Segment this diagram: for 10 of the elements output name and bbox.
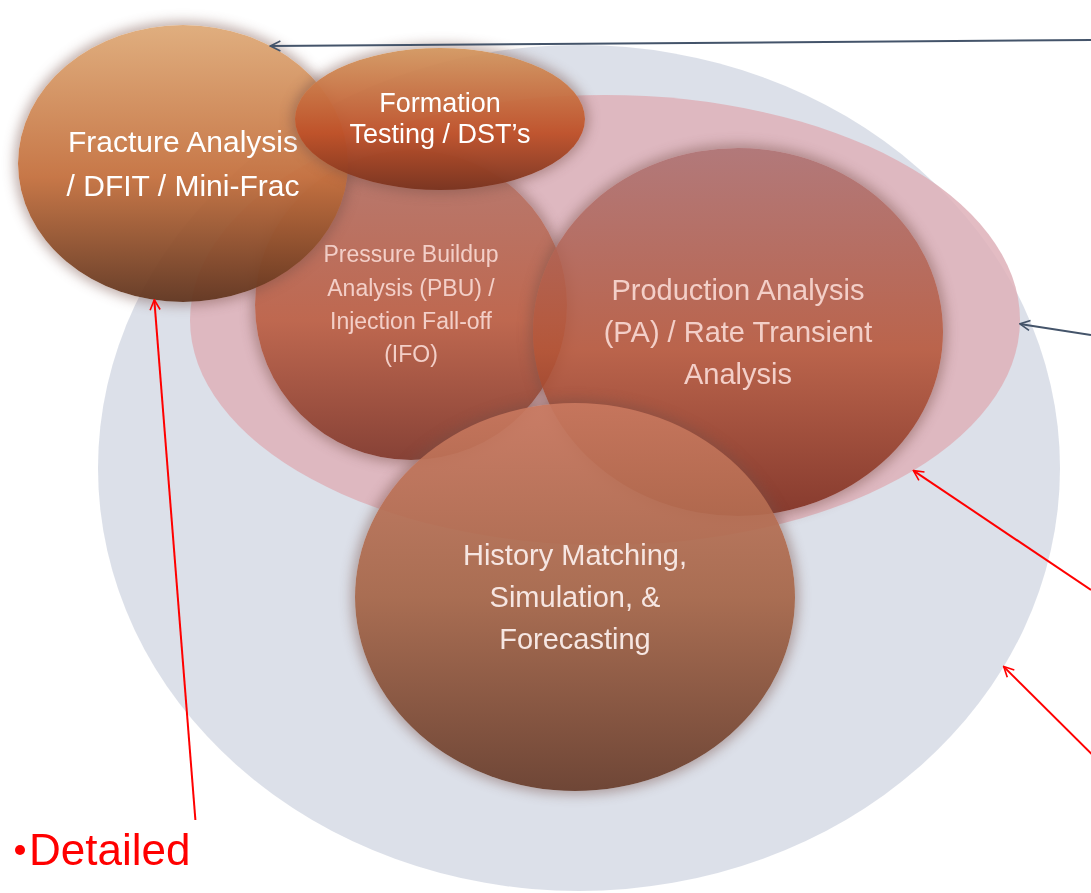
node-label: Pressure Buildup Analysis (PBU) / Injection Fall-off (IFO): [322, 240, 500, 370]
node-label: History Matching, Simulation, & Forecasting: [462, 537, 688, 657]
node-label: Fracture Analysis / DFIT / Mini-Frac: [66, 124, 300, 204]
node-label: Production Analysis (PA) / Rate Transient Analysis: [603, 272, 873, 392]
arrow: [149, 298, 197, 821]
node-label: Formation Testing / DST’s: [348, 87, 532, 151]
arrow: [912, 469, 1091, 591]
annotation-text: Detailed: [29, 825, 191, 875]
arrow: [1018, 319, 1091, 336]
arrow: [269, 39, 1091, 52]
